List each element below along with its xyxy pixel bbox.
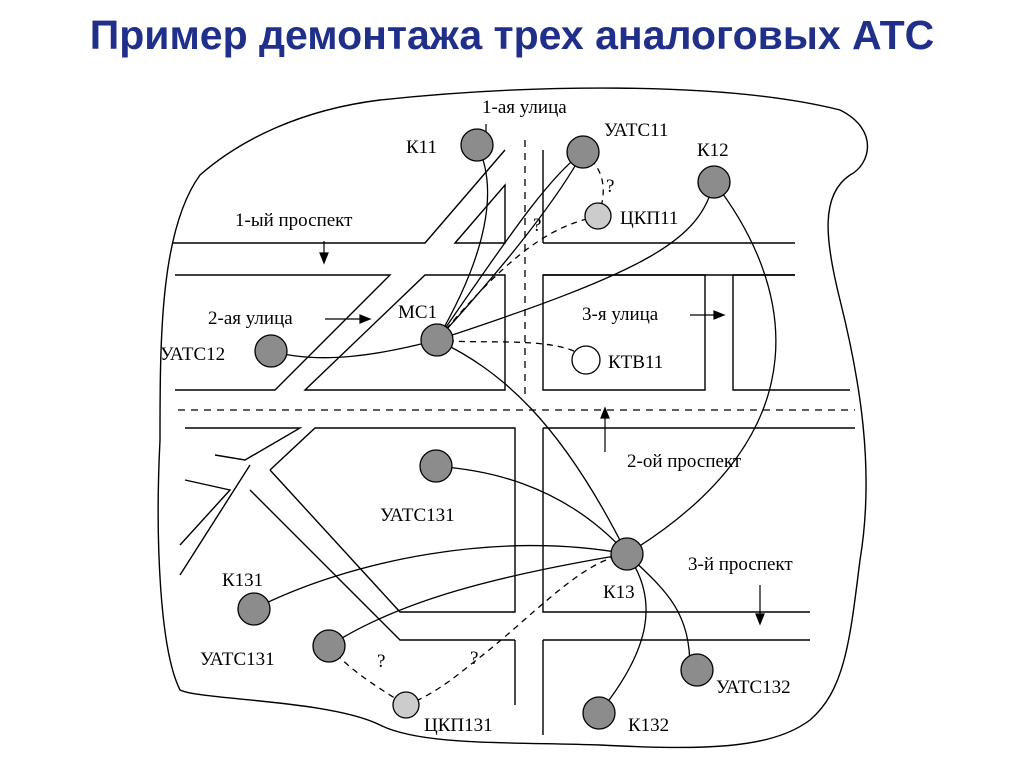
label-uats132: УАТС132 [716, 677, 791, 698]
question-mark-ckp11: ? [533, 215, 541, 236]
label-k12: К12 [697, 140, 729, 161]
label-mc1: МС1 [398, 302, 437, 323]
label-uats11: УАТС11 [604, 120, 668, 141]
node-uats131-bottom [312, 629, 346, 663]
node-uats132 [680, 653, 714, 687]
label-ckp131: ЦКП131 [424, 715, 493, 736]
question-mark-k13: ? [470, 648, 478, 669]
label-street-1: 1-ая улица [482, 97, 567, 118]
label-uats12: УАТС12 [160, 344, 225, 365]
question-mark-uats11: ? [606, 176, 614, 197]
node-uats131-top [419, 449, 453, 483]
node-ckp131 [392, 691, 420, 719]
label-uats131-bottom: УАТС131 [200, 649, 275, 670]
label-k131: К131 [222, 570, 263, 591]
road-blocks-upper [303, 274, 850, 391]
road-prospect-1 [172, 149, 795, 391]
label-k11: К11 [406, 137, 437, 158]
node-k12 [697, 165, 731, 199]
label-ktv11: КТВ11 [608, 352, 663, 373]
label-prospect-3: 3-й проспект [688, 554, 793, 575]
label-ckp11: ЦКП11 [620, 208, 678, 229]
label-street-2: 2-ая улица [208, 308, 293, 329]
node-k132 [582, 696, 616, 730]
label-street-3: 3-я улица [582, 304, 659, 325]
label-k132: К132 [628, 715, 669, 736]
page-title: Пример демонтажа трех аналоговых АТС [89, 12, 935, 58]
street-arrows [319, 124, 765, 626]
node-uats12 [254, 334, 288, 368]
node-k13 [610, 537, 644, 571]
cables [253, 144, 777, 714]
node-ktv11 [571, 345, 601, 375]
node-uats11 [566, 135, 600, 169]
area-boundary [157, 87, 869, 749]
node-mc1 [420, 323, 454, 357]
label-k13: К13 [603, 582, 635, 603]
road-blocks-lower [179, 427, 855, 735]
label-uats131-top: УАТС131 [380, 505, 455, 526]
label-prospect-2: 2-ой проспект [627, 451, 742, 472]
node-k11 [460, 128, 494, 162]
label-prospect-1: 1-ый проспект [235, 210, 353, 231]
question-mark-uats131: ? [377, 651, 385, 672]
node-k131 [237, 592, 271, 626]
node-ckp11 [584, 202, 612, 230]
